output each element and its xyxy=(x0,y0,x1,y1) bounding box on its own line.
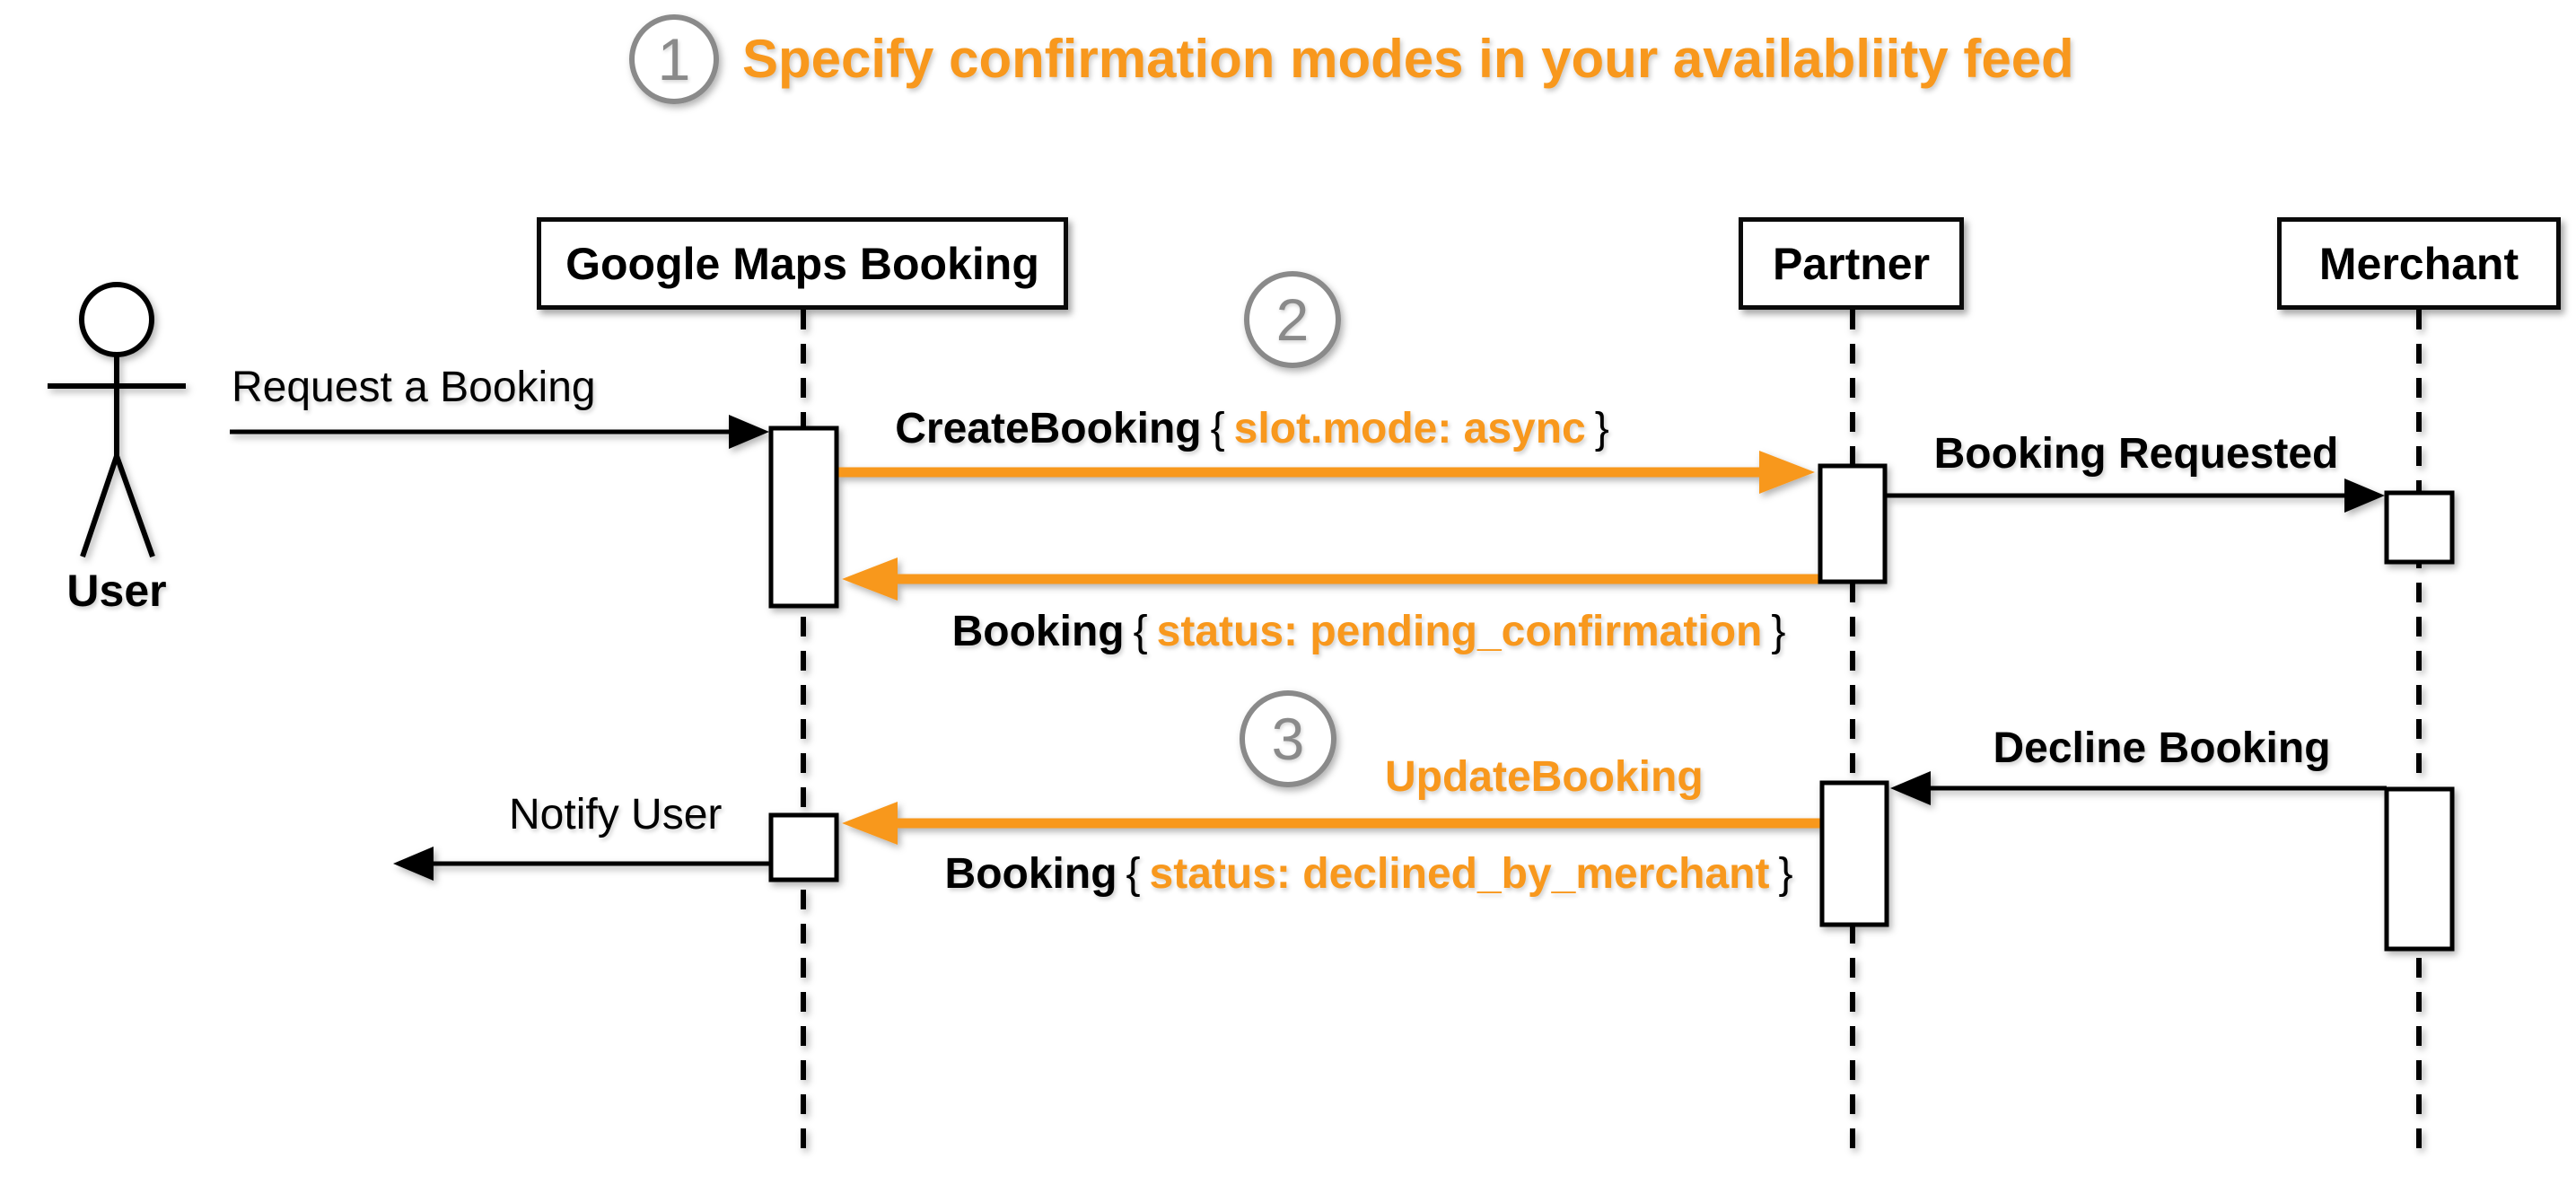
arrow-notify-user xyxy=(393,847,771,881)
message-booking-requested: Booking Requested xyxy=(1933,430,2339,478)
page-title: Specify confirmation modes in your avail… xyxy=(742,29,2074,89)
actor-label-partner: Partner xyxy=(1772,238,1931,289)
arrow-booking-requested xyxy=(1887,478,2385,513)
step-3-number: 3 xyxy=(1271,706,1305,772)
message-create-booking-params: slot.mode: async xyxy=(1233,405,1586,452)
message-decline-booking: Decline Booking xyxy=(1993,724,2331,772)
actor-label-merchant: Merchant xyxy=(2318,238,2519,289)
message-notify-user: Notify User xyxy=(509,791,723,838)
activation-merchant-2 xyxy=(2384,786,2455,952)
arrow-update-booking xyxy=(842,802,1827,845)
close-brace: } xyxy=(1594,405,1609,452)
arrow-booking-pending xyxy=(842,557,1827,601)
step-1-circle xyxy=(629,14,719,104)
close-brace: } xyxy=(1778,850,1793,898)
step-3-circle xyxy=(1240,690,1336,787)
open-brace: { xyxy=(1126,850,1141,898)
step-1-number: 1 xyxy=(657,26,691,92)
activation-partner-2 xyxy=(1819,780,1889,927)
message-create-booking: CreateBooking{slot.mode: async} xyxy=(808,404,1705,454)
step-2-circle xyxy=(1244,271,1341,368)
arrow-request-booking xyxy=(230,415,769,449)
message-create-booking-name: CreateBooking xyxy=(895,405,1202,452)
actor-box-merchant: Merchant xyxy=(2277,217,2561,310)
open-brace: { xyxy=(1133,608,1148,655)
message-booking-declined-name: Booking xyxy=(944,850,1117,898)
actor-box-partner: Partner xyxy=(1739,217,1964,310)
actor-label-google: Google Maps Booking xyxy=(565,238,1039,289)
actor-label-user: User xyxy=(66,566,167,616)
arrow-create-booking xyxy=(831,451,1815,494)
activation-google-1 xyxy=(768,426,839,609)
activation-merchant-1 xyxy=(2384,490,2455,565)
arrow-decline-booking xyxy=(1890,771,2387,805)
actor-box-google: Google Maps Booking xyxy=(537,217,1068,310)
activation-partner-1 xyxy=(1818,463,1888,584)
open-brace: { xyxy=(1210,405,1225,452)
message-booking-pending: Booking{status: pending_confirmation} xyxy=(880,607,1867,657)
close-brace: } xyxy=(1771,608,1786,655)
message-booking-declined: Booking{status: declined_by_merchant} xyxy=(880,849,1867,900)
step-2-number: 2 xyxy=(1275,286,1310,353)
message-request-booking: Request a Booking xyxy=(232,364,596,411)
user-actor-icon xyxy=(48,282,186,558)
activation-google-2 xyxy=(768,812,839,882)
message-update-booking: UpdateBooking xyxy=(1385,753,1704,801)
message-booking-pending-name: Booking xyxy=(951,608,1125,655)
message-booking-declined-params: status: declined_by_merchant xyxy=(1149,850,1770,898)
message-booking-pending-params: status: pending_confirmation xyxy=(1156,608,1763,655)
